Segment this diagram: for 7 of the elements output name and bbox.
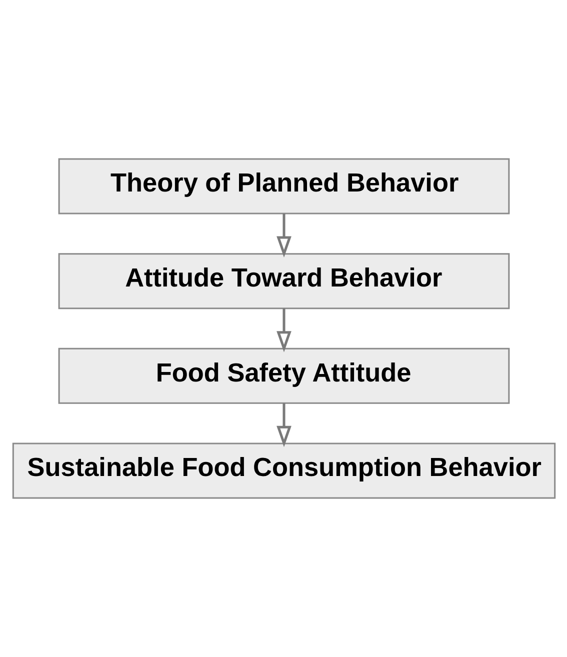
node-box: Theory of Planned Behavior [58,158,510,214]
node-box: Food Safety Attitude [58,348,510,404]
arrow [276,214,291,258]
arrow [276,308,291,352]
node-box: Sustainable Food Consumption Behavior [12,442,556,499]
arrow [276,403,291,448]
node-box: Attitude Toward Behavior [58,253,510,310]
